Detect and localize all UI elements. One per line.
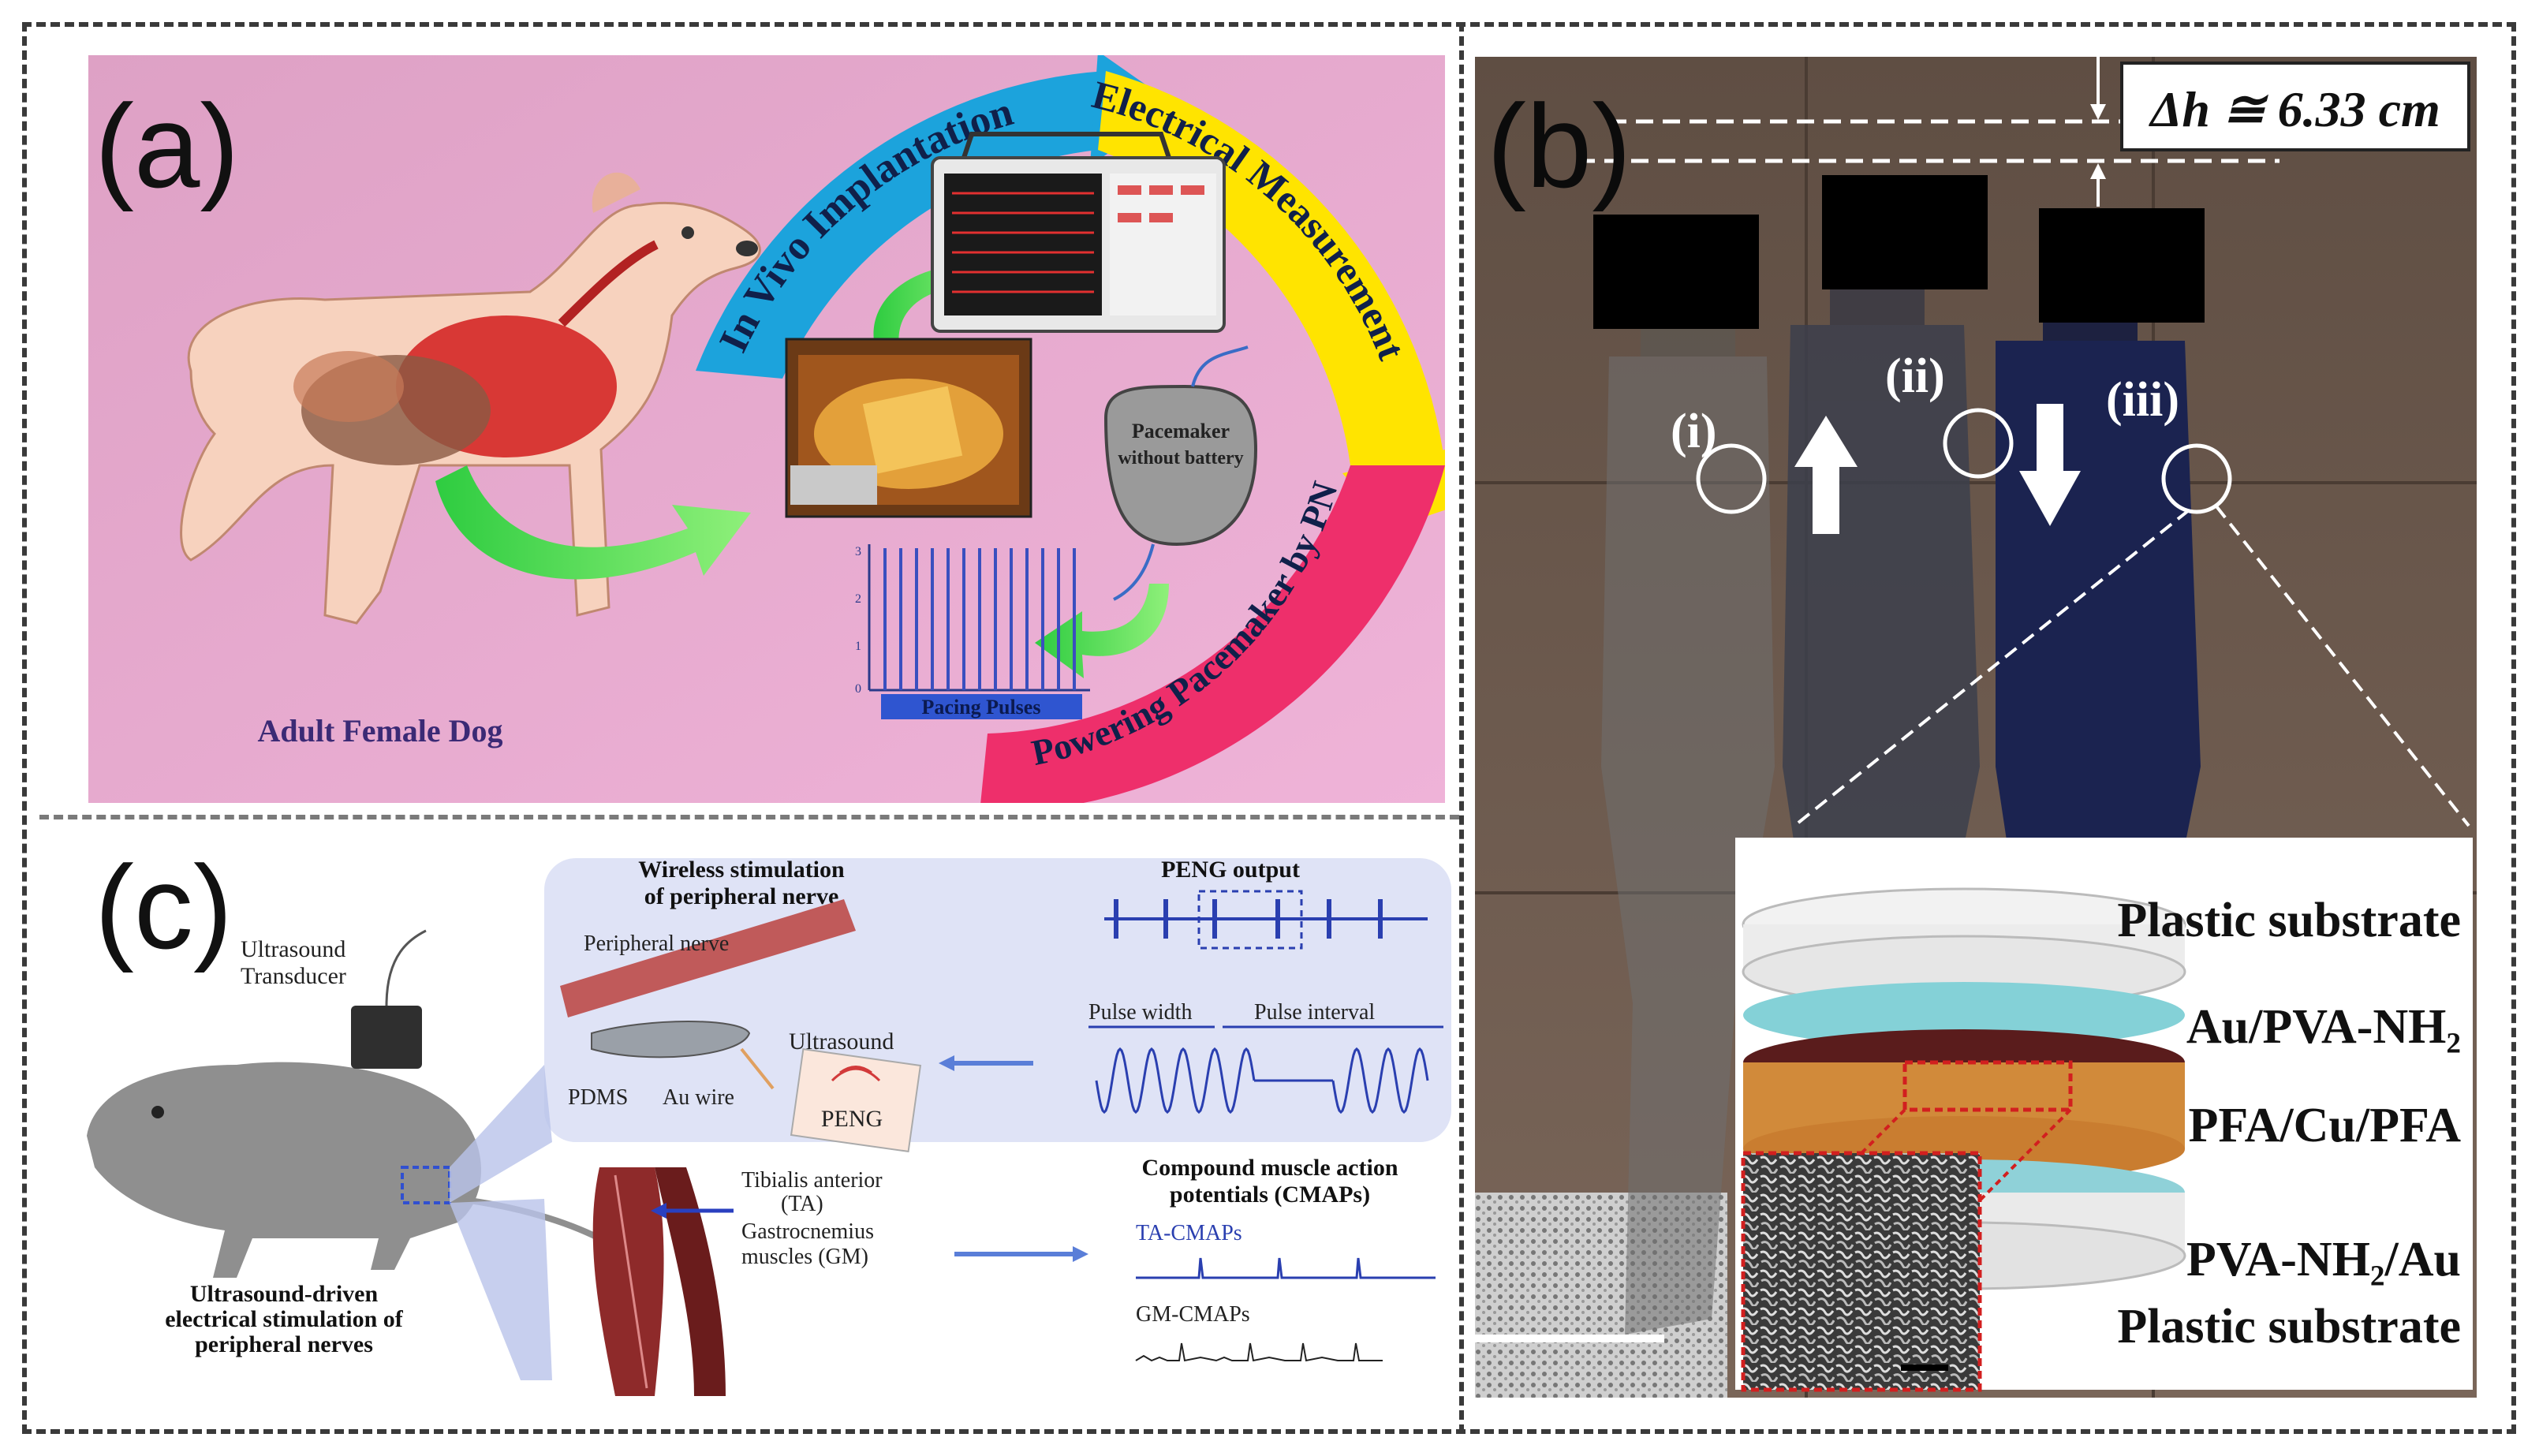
panel-c: Ultrasound Transducer Ultrasound-driven …	[47, 828, 1451, 1412]
dog-caption: Adult Female Dog	[257, 713, 502, 749]
pulse-tick-1: 1	[855, 640, 861, 653]
person-iii	[1996, 262, 2201, 924]
gm-cmaps-label: GM-CMAPs	[1136, 1302, 1250, 1327]
nerve-tube	[560, 899, 856, 1017]
face-mask-ii	[1822, 175, 1988, 289]
face-mask-iii	[2039, 208, 2205, 323]
device-layer-inset: Plastic substrate Au/PVA-NH₂ PFA/Cu/PFA …	[1735, 838, 2473, 1392]
peng-label: PENG	[821, 1106, 883, 1132]
vertical-divider	[1459, 22, 1464, 1434]
dog-illustration	[180, 172, 761, 625]
muscle-illustration	[592, 1167, 726, 1396]
marker-circle-i	[1696, 443, 1767, 514]
panel-b-graphic: Δh ≅ 6.33 cm (i) (ii) (iii)	[1475, 57, 2477, 1398]
panel-b-letter: (b)	[1487, 80, 1632, 212]
pulse-tick-2: 2	[855, 592, 861, 606]
position-iii-label: (iii)	[2106, 373, 2179, 427]
person-ii	[1783, 246, 1980, 924]
transducer-label-2: Transducer	[241, 963, 346, 989]
marker-circle-ii	[1943, 408, 2014, 479]
layer-label-4: PVA-NH₂/Au	[2186, 1233, 2461, 1286]
position-ii-label: (ii)	[1885, 349, 1945, 403]
pulse-tick-0: 0	[855, 682, 861, 696]
layer-label-3: PFA/Cu/PFA	[2188, 1099, 2461, 1152]
pulse-width-label: Pulse width	[1088, 1000, 1192, 1025]
muscle-label-2: (TA)	[781, 1192, 823, 1216]
ta-cmaps-label: TA-CMAPs	[1136, 1221, 1242, 1245]
peng-output-title: PENG output	[1161, 857, 1300, 883]
monitor-device	[931, 132, 1226, 333]
up-arrow	[1794, 416, 1858, 534]
panel-a-letter: (a)	[95, 80, 240, 212]
delta-h-label: Δh ≅ 6.33 cm	[2148, 81, 2440, 137]
pacing-pulses-label: Pacing Pulses	[922, 696, 1041, 719]
cmap-title-2: potentials (CMAPs)	[1170, 1182, 1370, 1208]
position-i-label: (i)	[1671, 405, 1717, 458]
wireless-title-2: of peripheral nerve	[644, 883, 839, 909]
cmap-title-1: Compound muscle action	[1141, 1155, 1398, 1181]
green-arrow-dog-to-surgery	[435, 465, 751, 580]
outer-frame	[22, 22, 2516, 1434]
pulse-tick-3: 3	[855, 545, 861, 558]
ta-cmaps-trace	[1136, 1257, 1436, 1279]
pacemaker-device: Pacemaker without battery	[1103, 345, 1258, 601]
delta-h-box	[2120, 62, 2470, 151]
ultrasound-waveform	[1095, 1047, 1429, 1114]
green-arrow-pacemaker-to-pulses	[1035, 584, 1169, 678]
au-wire-label: Au wire	[663, 1085, 734, 1110]
arc-powering-band	[980, 465, 1445, 813]
panel-c-graphic: Ultrasound Transducer Ultrasound-driven …	[87, 857, 1451, 1396]
muscle-label-1: Tibialis anterior	[741, 1168, 883, 1193]
peripheral-nerve-label: Peripheral nerve	[584, 931, 729, 956]
pdms-label: PDMS	[568, 1085, 628, 1110]
pulse-interval-label: Pulse interval	[1254, 1000, 1375, 1025]
layer-label-2: Au/PVA-NH₂	[2186, 1000, 2461, 1054]
pacemaker-label-1: Pacemaker	[1132, 420, 1230, 442]
face-mask-i	[1593, 215, 1759, 329]
marker-circle-iii	[2161, 443, 2232, 514]
arc-implantation-band	[696, 71, 1106, 379]
surgery-photo	[785, 338, 1032, 518]
pacing-pulses-bar	[881, 694, 1082, 719]
down-arrow	[2019, 404, 2081, 526]
wireless-title-1: Wireless stimulation	[638, 857, 845, 883]
gm-cmaps-trace	[1135, 1342, 1383, 1362]
layer-label-1: Plastic substrate	[2117, 894, 2461, 947]
muscle-label-4: muscles (GM)	[741, 1245, 868, 1269]
pacemaker-label-2: without battery	[1118, 448, 1243, 469]
peng-output-spikes	[1114, 899, 1383, 939]
panel-a: In Vivo Implantation Electrical Measurem…	[74, 23, 1484, 813]
panel-c-letter: (c)	[95, 841, 233, 973]
mouse-caption-1: Ultrasound-driven	[190, 1281, 379, 1307]
mouse-caption-2: electrical stimulation of	[165, 1306, 404, 1332]
mouse-caption-3: peripheral nerves	[195, 1331, 373, 1357]
sem-image	[1741, 1151, 1982, 1392]
horizontal-divider	[39, 815, 1459, 819]
layer-label-5: Plastic substrate	[2117, 1300, 2461, 1353]
panel-a-graphic: In Vivo Implantation Electrical Measurem…	[74, 23, 1484, 813]
panel-b: Δh ≅ 6.33 cm (i) (ii) (iii)	[1475, 57, 2477, 1398]
pacing-pulses-chart: 3 2 1 0 Pacing Pulses	[855, 544, 1090, 719]
pulse-lines	[883, 548, 1076, 690]
muscle-label-3: Gastrocnemius	[741, 1219, 874, 1244]
transducer-label-1: Ultrasound	[241, 936, 345, 962]
